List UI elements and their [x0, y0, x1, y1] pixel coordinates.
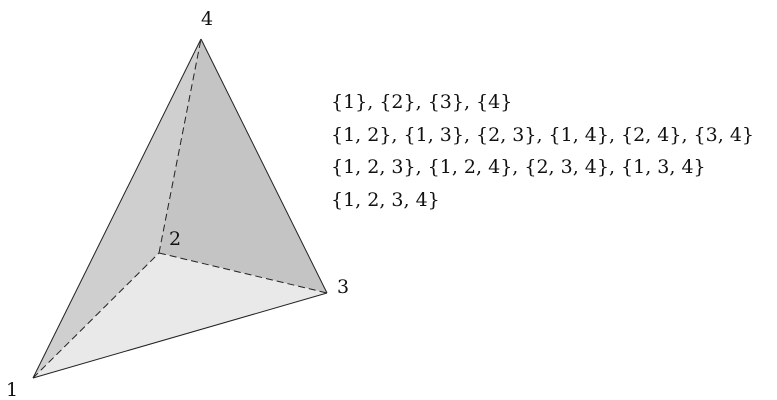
vertex-label-3: 3: [337, 276, 349, 298]
edge-4-3: [200, 38, 328, 294]
edge-1-3: [32, 292, 328, 379]
triples-row: {1, 2, 3}, {1, 2, 4}, {2, 3, 4}, {1, 3, …: [331, 156, 706, 178]
pairs-row: {1, 2}, {1, 3}, {2, 3}, {1, 4}, {2, 4}, …: [331, 123, 754, 146]
vertex-label-1: 1: [6, 379, 18, 400]
edge-2-3: [158, 252, 328, 294]
face-2-3-4: [159, 39, 327, 293]
vertex-label-2: 2: [169, 228, 181, 250]
singletons-row: {1}, {2}, {3}, {4}: [331, 91, 513, 113]
vertex-label-4: 4: [201, 8, 213, 30]
face-1-2-3: [33, 253, 327, 378]
edge-1-2: [32, 252, 160, 379]
subset-list: {1}, {2}, {3}, {4} {1, 2}, {1, 3}, {2, 3…: [331, 86, 754, 216]
full-set-row: {1, 2, 3, 4}: [331, 188, 440, 211]
edge-1-4: [32, 38, 202, 379]
edge-2-4: [158, 38, 202, 254]
